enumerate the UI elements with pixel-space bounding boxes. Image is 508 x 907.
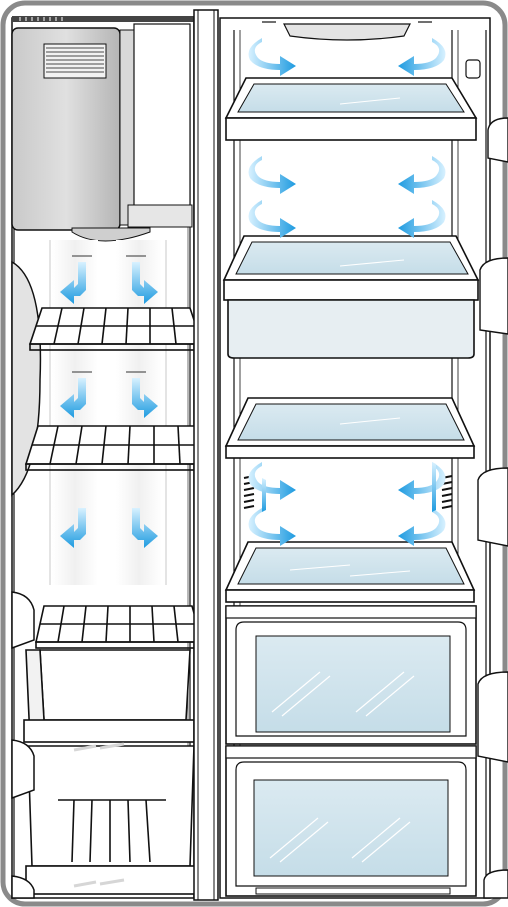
glass-shelf-2 [224, 236, 478, 358]
glass-shelf-1 [226, 78, 476, 140]
glass-shelf-4 [226, 542, 474, 602]
glass-shelf-3 [226, 398, 474, 458]
crisper-drawer-1 [226, 606, 476, 744]
wire-shelf-3 [36, 606, 202, 648]
wire-shelf-1 [30, 308, 202, 350]
freezer-compartment [12, 16, 206, 898]
fridge-arrow-right-6 [432, 462, 436, 512]
crisper-drawer-2 [226, 746, 476, 896]
freezer-basket-1 [24, 650, 194, 742]
freezer-basket-2 [26, 746, 196, 894]
wire-shelf-2 [26, 426, 206, 470]
ice-maker [12, 24, 192, 241]
fridge-arrow-left-6 [262, 478, 266, 512]
refrigerator-compartment [220, 18, 508, 898]
